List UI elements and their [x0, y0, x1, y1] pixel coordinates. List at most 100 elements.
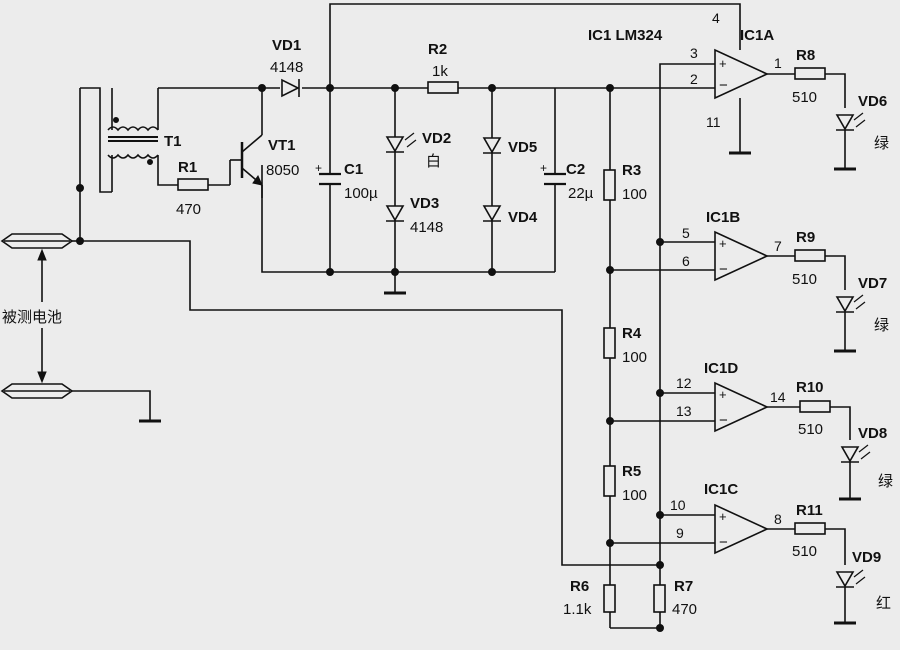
vd8-label: VD8	[858, 425, 887, 442]
ic1b-pin-out: 7	[774, 238, 782, 254]
r9-value: 510	[792, 271, 817, 288]
r4-value: 100	[622, 349, 647, 366]
resistor-r2: R2 1k	[427, 41, 459, 94]
resistor-r5: R5 100	[603, 463, 647, 504]
svg-text:−: −	[719, 261, 728, 278]
vd8-color: 绿	[878, 473, 893, 490]
t1-label: T1	[164, 133, 182, 150]
r4-label: R4	[622, 325, 642, 342]
svg-text:+: +	[540, 161, 547, 175]
vd9-label: VD9	[852, 549, 881, 566]
vt1-value: 8050	[266, 162, 299, 179]
r6-label: R6	[570, 578, 589, 595]
r5-value: 100	[622, 487, 647, 504]
ic1c-pin-out: 8	[774, 511, 782, 527]
svg-text:−: −	[719, 412, 728, 429]
ic1d-pin-minus: 13	[676, 403, 692, 419]
vd7-label: VD7	[858, 275, 887, 292]
vd1-value: 4148	[270, 59, 303, 76]
vd6-color: 绿	[874, 135, 889, 152]
transistor-vt1: VT1 8050	[240, 88, 299, 198]
opamp-ic1b: + − IC1B 5 6 7	[682, 209, 782, 282]
vd4-label: VD4	[508, 209, 538, 226]
r3-label: R3	[622, 162, 641, 179]
vd3-label: VD3	[410, 195, 439, 212]
c2-label: C2	[566, 161, 585, 178]
vd6-label: VD6	[858, 93, 887, 110]
ic1c-label: IC1C	[704, 481, 738, 498]
resistor-r11: R11 510	[792, 502, 826, 560]
svg-text:−: −	[719, 77, 728, 94]
ic1b-pin-minus: 6	[682, 253, 690, 269]
resistor-r7: R7 470	[653, 578, 697, 618]
r8-label: R8	[796, 47, 815, 64]
ground-symbols	[139, 151, 861, 625]
diode-vd4: VD4	[482, 205, 538, 226]
r7-value: 470	[672, 601, 697, 618]
ic1d-label: IC1D	[704, 360, 738, 377]
ic1a-label: IC1A	[740, 27, 774, 44]
svg-text:+: +	[719, 387, 727, 402]
ic1a-pin-out: 1	[774, 55, 782, 71]
ic1d-pin-plus: 12	[676, 375, 692, 391]
r8-value: 510	[792, 89, 817, 106]
transformer-t1: T1	[107, 117, 182, 165]
resistor-r1: R1 470	[176, 159, 209, 218]
r1-value: 470	[176, 201, 201, 218]
vd2-value: 白	[426, 153, 441, 170]
r6-value: 1.1k	[563, 601, 592, 618]
ic1a-pin-plus: 3	[690, 45, 698, 61]
battery-label: 被测电池	[2, 309, 62, 326]
ic-header: IC1 LM324 4 11	[588, 10, 721, 130]
vd7-color: 绿	[874, 317, 889, 334]
arrow-down-icon	[37, 371, 47, 384]
battery-terminals: 被测电池	[0, 233, 82, 399]
ic-pin-gnd: 11	[706, 114, 721, 130]
r3-value: 100	[622, 186, 647, 203]
vt1-label: VT1	[268, 137, 296, 154]
svg-text:+: +	[719, 509, 727, 524]
r11-label: R11	[796, 502, 823, 519]
ic1b-pin-plus: 5	[682, 225, 690, 241]
vd1-label: VD1	[272, 37, 301, 54]
ic1c-pin-minus: 9	[676, 525, 684, 541]
r2-value: 1k	[432, 63, 448, 80]
ic1a-pin-minus: 2	[690, 71, 698, 87]
diode-vd5: VD5	[482, 137, 537, 156]
r1-label: R1	[178, 159, 197, 176]
r2-label: R2	[428, 41, 447, 58]
opamp-ic1c: + − IC1C 10 9 8	[670, 481, 782, 555]
junction-dots	[76, 84, 664, 632]
ic1b-label: IC1B	[706, 209, 740, 226]
resistor-r8: R8 510	[792, 47, 826, 106]
r11-value: 510	[792, 543, 817, 560]
capacitor-c2: + C2 22µ	[540, 161, 594, 202]
resistor-r3: R3 100	[603, 162, 647, 203]
resistor-r9: R9 510	[792, 229, 826, 288]
led-vd9: VD9 红	[835, 549, 891, 612]
vd5-label: VD5	[508, 139, 537, 156]
resistor-r6: R6 1.1k	[563, 578, 616, 618]
vd9-color: 红	[876, 595, 891, 612]
r7-label: R7	[674, 578, 693, 595]
svg-text:+: +	[719, 56, 727, 71]
c2-value: 22µ	[568, 185, 594, 202]
r10-value: 510	[798, 421, 823, 438]
resistor-r10: R10 510	[796, 379, 831, 438]
diode-vd1: VD1 4148	[270, 37, 303, 98]
vd2-label: VD2	[422, 130, 451, 147]
svg-text:+: +	[719, 236, 727, 251]
svg-text:+: +	[315, 161, 322, 175]
opamp-ic1a: + − IC1A 3 2 1	[690, 27, 782, 100]
r10-label: R10	[796, 379, 824, 396]
ic1d-pin-out: 14	[770, 389, 786, 405]
ic-pin-vcc: 4	[712, 10, 720, 26]
led-vd6: VD6 绿	[835, 93, 889, 152]
led-vd7: VD7 绿	[835, 275, 889, 334]
r9-label: R9	[796, 229, 815, 246]
svg-text:−: −	[719, 534, 728, 551]
vd3-value: 4148	[410, 219, 443, 236]
ic1c-pin-plus: 10	[670, 497, 686, 513]
ic-title: IC1 LM324	[588, 27, 663, 44]
